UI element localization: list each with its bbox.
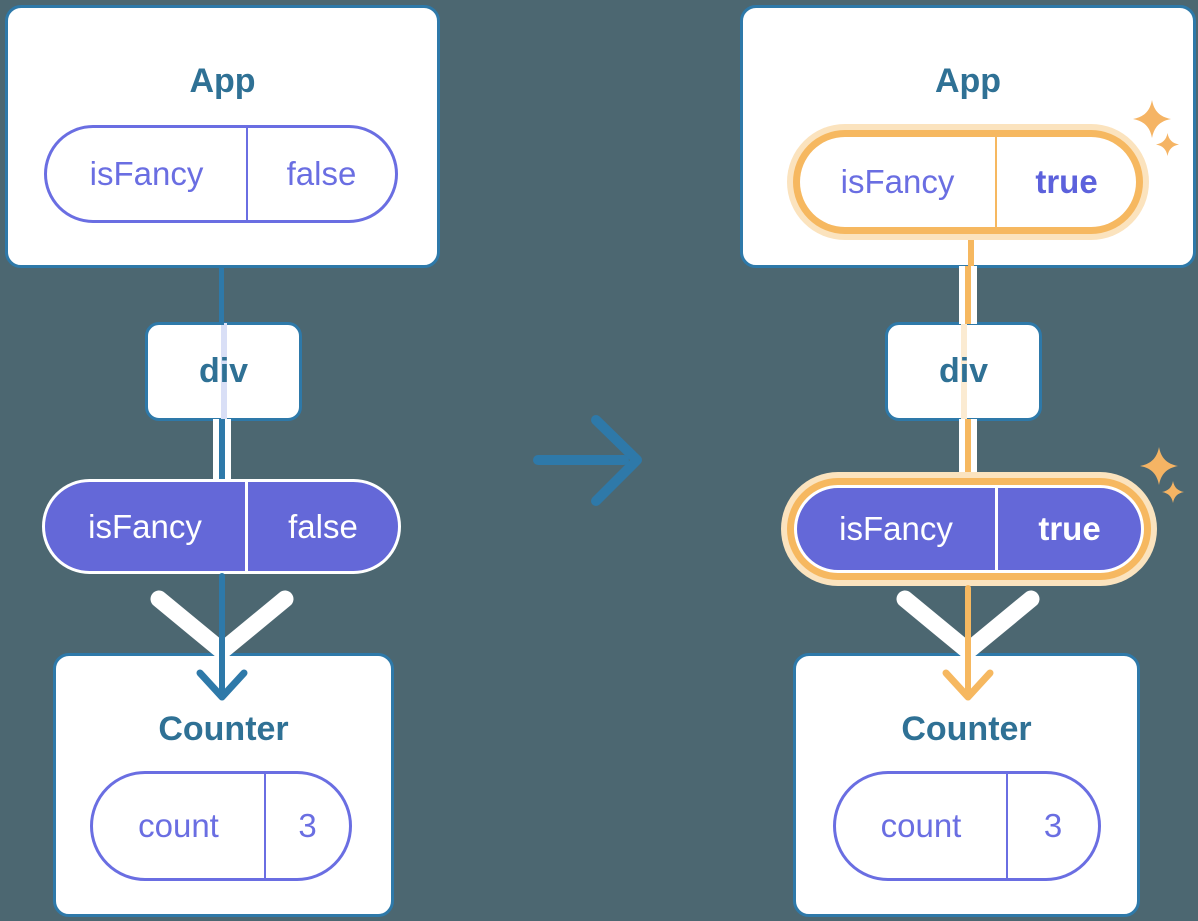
prop-flow-line-faded [220,323,227,420]
sparkle-icon [1133,100,1171,138]
prop-value: true [1035,163,1098,200]
component-title: div [198,352,249,390]
prop-name: isFancy [45,482,248,571]
state-name: count [93,774,266,878]
prop-flow-line [219,265,224,325]
sparkle-icon [1156,133,1179,156]
prop-value: true [1038,510,1101,547]
component-title: Counter [901,710,1032,748]
prop-flow-line-orange [968,236,974,274]
component-title: App [934,62,1002,100]
div-card-right: div [885,322,1042,421]
prop-flow-line-faded [960,323,967,420]
transition-arrow-icon [533,415,642,506]
highlight-ring: isFancy true [787,478,1151,580]
prop-pill-app-right-highlighted: isFancy true [787,124,1149,240]
component-title: App [189,62,256,100]
sparkle-icon [1140,447,1178,485]
component-title: Counter [158,710,289,748]
prop-flow-line-orange [965,266,971,324]
prop-value: false [288,507,358,545]
prop-name: isFancy [800,137,997,227]
div-card-left: div [145,322,302,421]
sparkle-icon [1162,481,1184,503]
component-title: div [938,352,989,390]
prop-value: false [286,155,357,192]
state-name: count [836,774,1008,878]
state-value: 3 [1043,807,1063,844]
prop-pill-passed-left: isFancy false [42,479,401,574]
state-value: 3 [298,807,317,844]
prop-pill-app-left: isFancy false [44,125,398,223]
highlight-ring: isFancy true [793,130,1143,234]
prop-flow-line [219,419,225,481]
prop-flow-line-orange [965,419,971,478]
prop-pill-passed-right-highlighted: isFancy true [781,472,1157,586]
prop-name: isFancy [47,128,248,220]
state-pill-counter-left: count 3 [90,771,352,881]
state-pill-counter-right: count 3 [833,771,1101,881]
prop-name: isFancy [797,488,998,570]
